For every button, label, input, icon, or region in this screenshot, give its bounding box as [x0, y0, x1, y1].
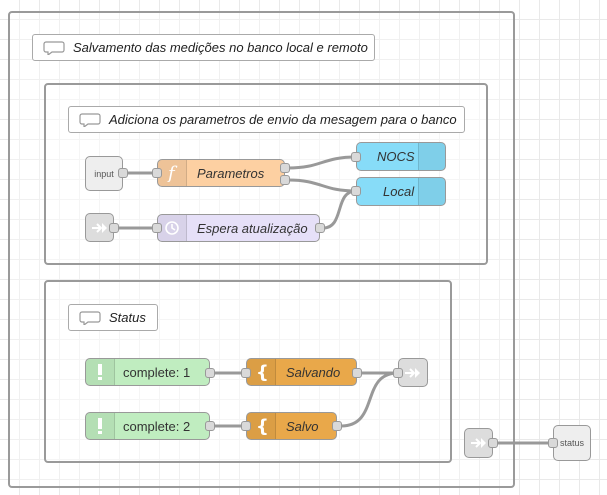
- port-local-in[interactable]: [351, 186, 361, 196]
- comment-icon: [43, 40, 65, 55]
- port-espera-out[interactable]: [315, 223, 325, 233]
- node-parametros-label: Parametros: [197, 165, 265, 181]
- port-link-out-status-in[interactable]: [393, 368, 403, 378]
- node-status-label: status: [559, 438, 584, 448]
- comment-status[interactable]: Status: [68, 304, 158, 331]
- svg-text:{: {: [256, 362, 267, 382]
- port-complete-1-out[interactable]: [205, 368, 215, 378]
- wire-parametros-local: [287, 178, 357, 193]
- curly-brace-icon: {: [247, 359, 276, 385]
- node-status[interactable]: status: [553, 425, 591, 461]
- link-in-icon: [470, 438, 486, 448]
- function-icon: f: [158, 160, 187, 186]
- curly-brace-icon: {: [247, 413, 276, 439]
- link-in-icon: [91, 222, 107, 233]
- comment-status-text: Status: [109, 310, 146, 325]
- port-parametros-out1[interactable]: [280, 163, 290, 173]
- port-espera-in[interactable]: [152, 223, 162, 233]
- node-input-label: input: [94, 168, 114, 179]
- port-salvando-out[interactable]: [352, 368, 362, 378]
- comment-icon: [79, 310, 101, 325]
- node-salvando-label: Salvando: [286, 364, 341, 380]
- port-parametros-in[interactable]: [152, 168, 162, 178]
- node-local[interactable]: Local: [356, 177, 446, 206]
- port-link-in-outside-out[interactable]: [488, 438, 498, 448]
- mqtt-icon: [418, 143, 445, 170]
- outer-group[interactable]: [8, 11, 515, 488]
- node-link-out-status[interactable]: [398, 358, 428, 387]
- node-espera-label: Espera atualização: [197, 220, 308, 236]
- port-link-in-envio-out[interactable]: [109, 223, 119, 233]
- node-nocs[interactable]: NOCS: [356, 142, 446, 171]
- wire-salvo-linkout: [340, 371, 399, 428]
- port-salvo-out[interactable]: [332, 421, 342, 431]
- node-complete-2-label: complete: 2: [123, 418, 191, 434]
- port-complete-2-out[interactable]: [205, 421, 215, 431]
- node-espera[interactable]: Espera atualização: [157, 214, 320, 242]
- comment-envio[interactable]: Adiciona os parametros de envio da mesag…: [68, 106, 465, 133]
- exclamation-icon: [86, 359, 115, 385]
- node-salvo[interactable]: { Salvo: [246, 412, 337, 440]
- comment-envio-text: Adiciona os parametros de envio da mesag…: [109, 112, 457, 127]
- node-salvando[interactable]: { Salvando: [246, 358, 357, 386]
- node-complete-1[interactable]: complete: 1: [85, 358, 210, 386]
- port-salvando-in[interactable]: [241, 368, 251, 378]
- port-nocs-in[interactable]: [351, 152, 361, 162]
- comment-outer-text: Salvamento das medições no banco local e…: [73, 40, 368, 55]
- svg-text:f: f: [166, 164, 178, 182]
- port-salvo-in[interactable]: [241, 421, 251, 431]
- node-nocs-label: NOCS: [377, 149, 415, 164]
- mqtt-icon: [418, 178, 445, 205]
- node-complete-2[interactable]: complete: 2: [85, 412, 210, 440]
- node-complete-1-label: complete: 1: [123, 364, 191, 380]
- wire-espera-local: [322, 189, 357, 230]
- port-input-out[interactable]: [118, 168, 128, 178]
- exclamation-icon: [86, 413, 115, 439]
- link-out-icon: [405, 367, 420, 378]
- node-salvo-label: Salvo: [286, 418, 319, 434]
- comment-icon: [79, 112, 101, 127]
- comment-outer[interactable]: Salvamento das medições no banco local e…: [32, 34, 375, 61]
- svg-text:{: {: [256, 416, 267, 436]
- node-local-label: Local: [383, 184, 415, 199]
- wire-parametros-nocs: [287, 155, 357, 170]
- node-parametros[interactable]: f Parametros: [157, 159, 285, 187]
- timer-icon: [158, 215, 187, 241]
- port-parametros-out2[interactable]: [280, 175, 290, 185]
- port-status-in[interactable]: [548, 438, 558, 448]
